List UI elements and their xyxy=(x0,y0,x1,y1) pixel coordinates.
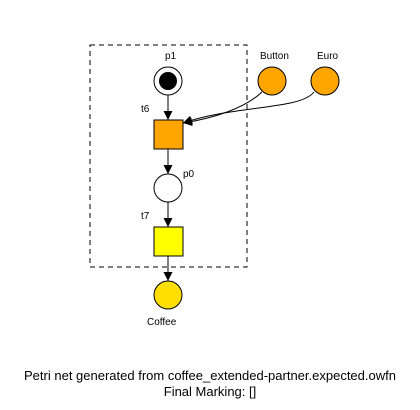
caption-source: Petri net generated from coffee_extended… xyxy=(24,368,396,383)
transition-t7-label: t7 xyxy=(141,211,150,222)
place-euro-label: Euro xyxy=(317,51,339,62)
arc-button-t6 xyxy=(182,91,263,127)
transition-t7[interactable] xyxy=(153,226,184,257)
arc-euro-t6 xyxy=(182,91,315,125)
place-coffee[interactable] xyxy=(153,280,183,310)
place-coffee-label: Coffee xyxy=(147,317,177,328)
transition-t6[interactable] xyxy=(153,119,184,150)
place-p0[interactable] xyxy=(153,173,183,203)
token xyxy=(159,72,177,90)
place-button[interactable] xyxy=(257,66,287,96)
place-p1[interactable] xyxy=(153,66,183,96)
transition-t6-label: t6 xyxy=(141,104,150,115)
caption-final-marking: Final Marking: [] xyxy=(163,384,257,399)
place-p0-label: p0 xyxy=(183,169,195,180)
place-euro[interactable] xyxy=(310,66,340,96)
place-button-label: Button xyxy=(260,51,289,62)
place-p1-label: p1 xyxy=(165,51,177,62)
